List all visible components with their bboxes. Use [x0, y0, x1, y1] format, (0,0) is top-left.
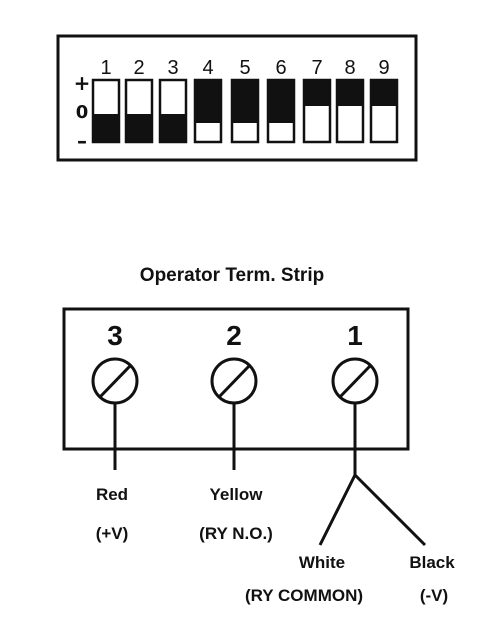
wire-function-black: (-V)	[420, 586, 448, 605]
wire-label-yellow: Yellow	[210, 485, 264, 504]
dip-switch-2-fill	[126, 114, 152, 142]
switch-number-7: 7	[311, 57, 322, 79]
terminal-screw-3	[91, 357, 139, 405]
dip-switch-6-fill	[268, 80, 294, 123]
level-label-plus: +	[74, 71, 91, 95]
wire-function-white: (RY COMMON)	[245, 586, 363, 605]
terminal-strip: 3 2 1	[62, 307, 410, 451]
wire-white	[318, 474, 357, 546]
switch-number-3: 3	[167, 57, 178, 79]
level-label-minus: –	[77, 129, 87, 153]
switch-number-9: 9	[378, 57, 389, 79]
wire-label-red: Red	[96, 485, 128, 504]
wire-black	[353, 473, 427, 547]
switch-number-2: 2	[133, 57, 144, 79]
terminal-number-3: 3	[107, 320, 123, 351]
dip-switch-4-fill	[195, 80, 221, 123]
switch-number-6: 6	[275, 57, 286, 79]
wire-function-yellow: (RY N.O.)	[199, 524, 273, 543]
switch-number-4: 4	[202, 57, 213, 79]
terminal-number-2: 2	[226, 320, 242, 351]
terminal-strip-frame	[62, 307, 410, 451]
terminal-2: 2	[210, 320, 258, 405]
wire-common-split	[318, 403, 427, 547]
terminal-number-1: 1	[347, 320, 363, 351]
terminal-screw-2	[210, 357, 258, 405]
wire-function-red: (+V)	[96, 524, 129, 543]
switch-number-8: 8	[344, 57, 355, 79]
switch-number-5: 5	[239, 57, 250, 79]
wire-label-black: Black	[409, 553, 455, 572]
terminal-1: 1	[331, 320, 379, 405]
terminal-strip-title: Operator Term. Strip	[140, 265, 324, 286]
dip-switch-8-fill	[337, 80, 363, 106]
dip-switch-7-fill	[304, 80, 330, 106]
level-label-zero: 0	[76, 102, 89, 123]
wire-label-white: White	[299, 553, 345, 572]
switch-number-1: 1	[100, 57, 111, 79]
dip-switch-block: + 0 – 1 2 3 4 5 6 7 8 9	[56, 34, 418, 162]
dip-switch-9-fill	[371, 80, 397, 106]
dip-switch-1-fill	[93, 114, 119, 142]
dip-switch-frame	[56, 34, 418, 162]
switch-row	[91, 78, 399, 144]
dip-switch-5-fill	[232, 80, 258, 123]
terminal-screw-1	[331, 357, 379, 405]
dip-switch-3-fill	[160, 114, 186, 142]
terminal-3: 3	[91, 320, 139, 405]
